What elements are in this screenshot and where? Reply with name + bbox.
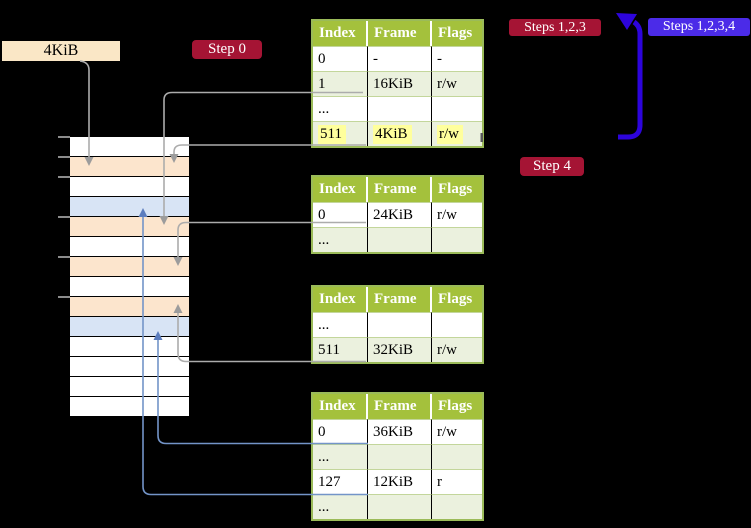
- table-cell: ...: [313, 96, 368, 121]
- table-cell: 0: [313, 419, 368, 444]
- table-cell: [432, 96, 482, 121]
- memory-cell-white: [70, 177, 189, 197]
- column-header-index: Index: [313, 287, 368, 312]
- table-cell: r/w: [432, 419, 482, 444]
- column-header-flags: Flags: [432, 177, 482, 202]
- memory-tick: [58, 216, 70, 218]
- column-header-frame: Frame: [368, 21, 432, 46]
- memory-cell-orange: [70, 157, 189, 177]
- memory-cell-orange: [70, 297, 189, 317]
- highlighted-value: r/w: [437, 125, 463, 144]
- memory-column: [69, 136, 190, 417]
- memory-cell-orange: [70, 257, 189, 277]
- table-cell: 0: [313, 202, 368, 227]
- highlighted-value: 4KiB: [373, 125, 412, 144]
- memory-cell-white: [70, 137, 189, 157]
- table-cell: [368, 494, 432, 519]
- column-header-index: Index: [313, 177, 368, 202]
- step0-badge: Step 0: [192, 40, 262, 59]
- table-cell: 0: [313, 46, 368, 71]
- table-cell: -: [368, 46, 432, 71]
- memory-cell-orange: [70, 217, 189, 237]
- table-cell: [432, 227, 482, 252]
- table-cell: 36KiB: [368, 419, 432, 444]
- memory-cell-white: [70, 357, 189, 377]
- table-cell: ...: [313, 494, 368, 519]
- highlighted-value: 511: [318, 125, 346, 144]
- memory-tick: [58, 156, 70, 158]
- memory-cell-white: [70, 277, 189, 297]
- table-cell: 127: [313, 469, 368, 494]
- table-cell: 4KiB: [368, 121, 432, 146]
- memory-cell-white: [70, 337, 189, 357]
- table-cell: r/w: [432, 71, 482, 96]
- table-cell: 1: [313, 71, 368, 96]
- memory-tick: [58, 136, 70, 138]
- column-header-frame: Frame: [368, 177, 432, 202]
- table-cell: [432, 444, 482, 469]
- column-header-index: Index: [313, 394, 368, 419]
- memory-cell-white: [70, 377, 189, 397]
- column-header-flags: Flags: [432, 21, 482, 46]
- table-cell: r/w: [432, 121, 482, 146]
- table-cell: 12KiB: [368, 469, 432, 494]
- column-header-frame: Frame: [368, 394, 432, 419]
- steps1234-badge: Steps 1,2,3,4: [648, 18, 750, 36]
- table-cell: [368, 312, 432, 337]
- table-cell: 511: [313, 337, 368, 362]
- memory-cell-white: [70, 397, 189, 416]
- table-cell: r/w: [432, 202, 482, 227]
- memory-tick: [58, 176, 70, 178]
- table-cell: r: [432, 469, 482, 494]
- table-cell: [368, 227, 432, 252]
- table-cell: 24KiB: [368, 202, 432, 227]
- steps-arrowhead-icon: [616, 13, 637, 30]
- table-cell: 511: [313, 121, 368, 146]
- table-cell: 32KiB: [368, 337, 432, 362]
- table-cell: [368, 96, 432, 121]
- table-cell: [432, 312, 482, 337]
- memory-cell-white: [70, 237, 189, 257]
- column-header-flags: Flags: [432, 394, 482, 419]
- memory-cell-blue: [70, 197, 189, 217]
- table-cell: 16KiB: [368, 71, 432, 96]
- memory-cell-blue: [70, 317, 189, 337]
- steps123-badge: Steps 1,2,3: [509, 19, 601, 36]
- table-cell: ...: [313, 227, 368, 252]
- steps-arrow: [618, 19, 643, 140]
- memory-tick: [58, 296, 70, 298]
- table-cell: [368, 444, 432, 469]
- table-cell: r/w: [432, 337, 482, 362]
- column-header-flags: Flags: [432, 287, 482, 312]
- column-header-frame: Frame: [368, 287, 432, 312]
- table-cell: ...: [313, 312, 368, 337]
- table-cell: ...: [313, 444, 368, 469]
- column-header-index: Index: [313, 21, 368, 46]
- table-cell: [432, 494, 482, 519]
- frame-size-label: 4KiB: [2, 41, 120, 61]
- table-cell: -: [432, 46, 482, 71]
- step4-badge: Step 4: [520, 157, 584, 176]
- memory-tick: [58, 256, 70, 258]
